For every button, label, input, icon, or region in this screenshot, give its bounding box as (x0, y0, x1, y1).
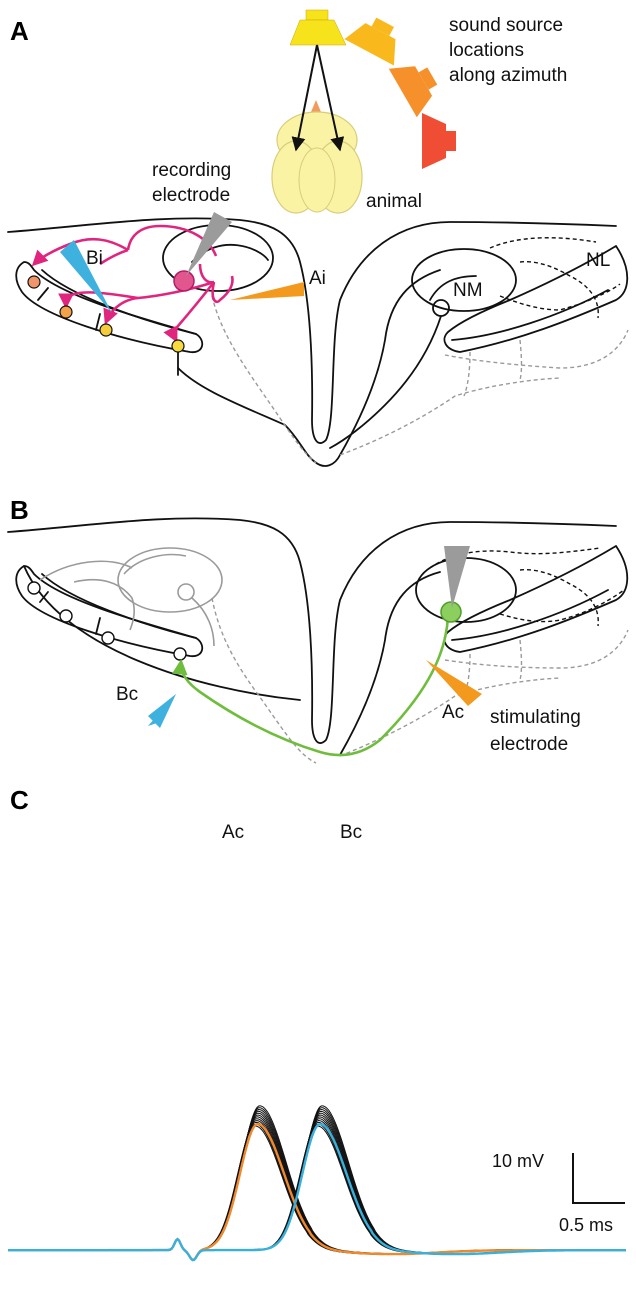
raw-sweep-ac-12 (8, 1106, 626, 1260)
nl-cell-b-3 (102, 632, 114, 644)
scale-voltage-label: 10 mV (492, 1151, 544, 1171)
recorded-neuron-b (441, 602, 461, 622)
recording-electrode-b-icon (444, 546, 470, 608)
trace-plot (8, 1106, 626, 1261)
nl-cell-3 (100, 324, 112, 336)
stimulating-label-1: stimulating (490, 707, 581, 728)
nl-cell-b-2 (60, 610, 72, 622)
panel-b: B (8, 495, 628, 763)
trace-ac-label: Ac (222, 822, 244, 843)
mean-trace-ac (8, 1124, 626, 1260)
stim-electrode-ai-icon (230, 282, 304, 300)
stim-electrode-ac-icon (426, 660, 482, 706)
ac-label: Ac (442, 702, 464, 723)
nl-cell-4 (172, 340, 184, 352)
bi-label: Bi (86, 248, 103, 269)
nl-cell-b-4 (174, 648, 186, 660)
speaker-icon-right-1 (344, 9, 409, 65)
nl-cell-b-1 (28, 582, 40, 594)
ai-label: Ai (309, 268, 326, 289)
scale-bar (573, 1153, 625, 1203)
trace-bc-label: Bc (340, 822, 362, 843)
contralateral-axon-b (181, 616, 448, 755)
animal-label: animal (366, 191, 422, 212)
sound-source-label-2: locations (449, 40, 524, 61)
sound-source-label-1: sound source (449, 15, 563, 36)
nl-cell-2 (60, 306, 72, 318)
sound-source-label-3: along azimuth (449, 65, 567, 86)
recording-electrode-icon (186, 212, 232, 276)
nl-cell-1 (28, 276, 40, 288)
panel-b-letter: B (10, 495, 29, 525)
stimulating-label-2: electrode (490, 734, 568, 755)
panel-a-letter: A (10, 16, 29, 46)
nl-label: NL (586, 250, 610, 271)
scale-time-label: 0.5 ms (559, 1215, 613, 1235)
animal-head-icon (272, 100, 362, 213)
speaker-icon-center (290, 10, 346, 45)
recording-label-1: recording (152, 160, 231, 181)
panel-c-letter: C (10, 785, 29, 815)
nm-label: NM (453, 280, 483, 301)
bc-label: Bc (116, 684, 138, 705)
recording-label-2: electrode (152, 185, 230, 206)
recorded-neuron (174, 271, 194, 291)
panel-c: C Ac Bc 10 mV 0.5 ms (8, 785, 626, 1260)
speaker-icon-right-3 (422, 113, 456, 169)
speaker-icon-right-2 (389, 52, 446, 117)
panel-a: A sound source locations along azimuth (8, 9, 628, 466)
